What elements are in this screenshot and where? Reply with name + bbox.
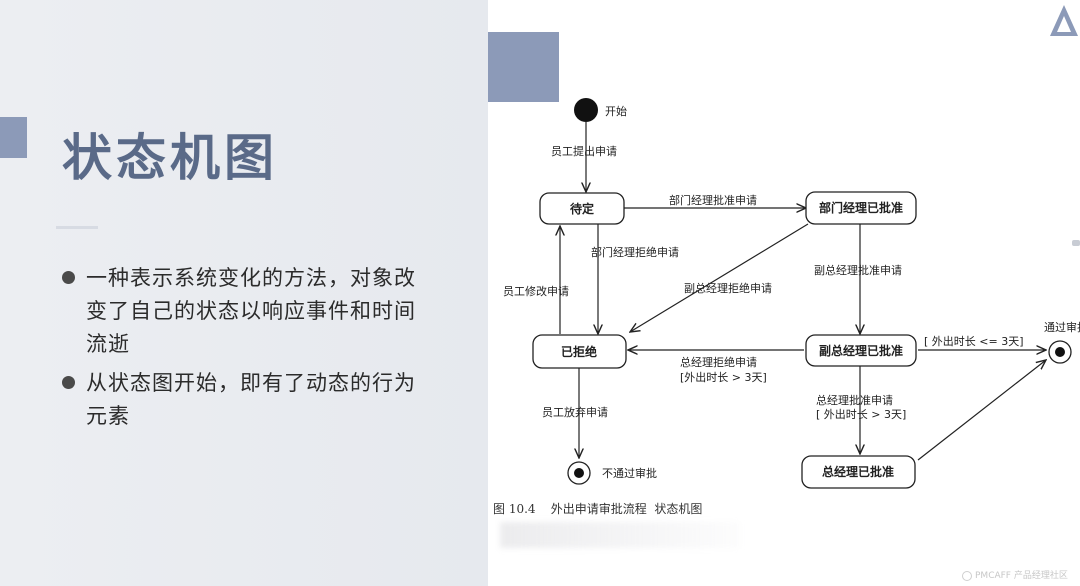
label-give-up: 员工放弃申请 [542, 405, 608, 419]
edge-mark [1072, 240, 1080, 246]
label-gm-approve-guard: [ 外出时长 > 3天] [816, 407, 906, 421]
start-label: 开始 [605, 104, 627, 118]
state-rejected: 已拒绝 [532, 334, 627, 369]
edge-deputy-reject [630, 223, 809, 332]
triangle-logo-icon [1050, 5, 1078, 36]
caption-shadow [500, 522, 740, 548]
watermark-text: PMCAFF 产品经理社区 [975, 571, 1068, 581]
label-out-le-3: [ 外出时长 <= 3天] [924, 334, 1024, 348]
label-deputy-reject: 副总经理拒绝申请 [684, 281, 772, 295]
state-label: 副总经理已批准 [819, 343, 903, 358]
label-submit: 员工提出申请 [551, 144, 617, 158]
bullet-dot-icon [62, 376, 75, 389]
label-dept-approve: 部门经理批准申请 [669, 193, 757, 207]
right-accent-block [488, 32, 559, 102]
bullet-item: 从状态图开始，即有了动态的行为元素 [62, 367, 422, 433]
state-label: 部门经理已批准 [819, 200, 903, 215]
label-gm-approve: 总经理批准申请 [816, 393, 893, 407]
bullet-text: 一种表示系统变化的方法，对象改变了自己的状态以响应事件和时间流逝 [86, 266, 416, 356]
label-dept-reject: 部门经理拒绝申请 [591, 245, 679, 259]
state-machine-diagram: 开始 待定 部门经理已批准 副总经理已批准 已拒绝 总经理已批准 通 [503, 98, 1080, 489]
label-gm-reject-guard: [外出时长 > 3天] [680, 370, 767, 384]
watermark-logo-icon [962, 570, 972, 581]
final-state-passed [1048, 340, 1072, 364]
label-deputy-approve: 副总经理批准申请 [814, 263, 902, 277]
left-panel [0, 0, 488, 586]
bullet-list: 一种表示系统变化的方法，对象改变了自己的状态以响应事件和时间流逝 从状态图开始，… [62, 262, 422, 439]
state-dept-approved: 部门经理已批准 [805, 191, 917, 225]
final-label-passed: 通过审批 [1044, 320, 1080, 334]
state-deputy-approved: 副总经理已批准 [805, 334, 917, 367]
state-label: 已拒绝 [561, 344, 597, 359]
bullet-text: 从状态图开始，即有了动态的行为元素 [86, 371, 416, 428]
state-pending: 待定 [539, 192, 625, 225]
title-divider [56, 226, 98, 229]
state-label: 待定 [570, 201, 594, 216]
bullet-item: 一种表示系统变化的方法，对象改变了自己的状态以响应事件和时间流逝 [62, 262, 422, 361]
state-gm-approved: 总经理已批准 [801, 455, 916, 489]
label-gm-reject: 总经理拒绝申请 [680, 355, 757, 369]
initial-state-node [574, 98, 598, 122]
slide-title: 状态机图 [62, 129, 278, 187]
label-employee-modify: 员工修改申请 [503, 284, 569, 298]
bullet-dot-icon [62, 271, 75, 284]
edge-gm-to-pass [917, 360, 1046, 461]
left-accent-block [0, 117, 27, 158]
final-state-not-passed [567, 461, 591, 485]
state-label: 总经理已批准 [822, 464, 894, 479]
final-label-not-passed: 不通过审批 [602, 466, 657, 480]
figure-caption: 图 10.4 外出申请审批流程 状态机图 [493, 502, 703, 516]
watermark: PMCAFF 产品经理社区 [962, 568, 1068, 581]
